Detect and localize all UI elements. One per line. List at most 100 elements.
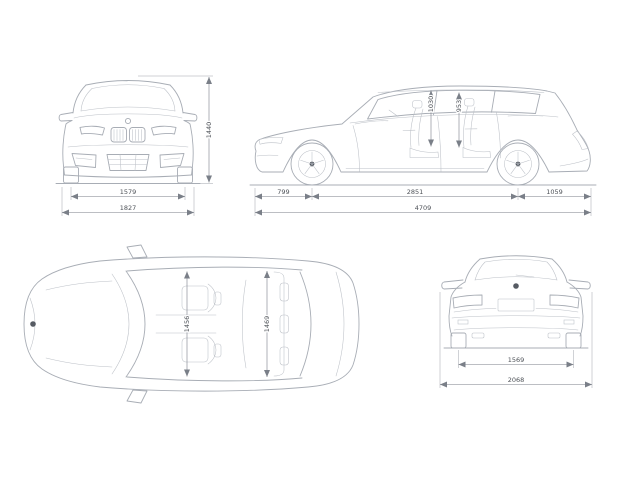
front-height-label: 1440	[205, 122, 213, 139]
beltline	[349, 114, 544, 124]
dashboard	[354, 120, 389, 125]
roof-rail-bottom	[126, 376, 303, 382]
left-mirror	[126, 244, 148, 259]
side-dimensions: 1030 953 799 2851 1059 4709	[254, 90, 592, 216]
rear-window	[474, 258, 558, 281]
b-pillar	[433, 90, 438, 116]
parcel-shelf	[507, 115, 559, 118]
grille-left-kidney	[110, 127, 127, 143]
rear-bench	[241, 271, 289, 377]
front-headroom-label: 1030	[427, 96, 435, 113]
grille-right-kidney	[129, 127, 146, 143]
roof-outline	[85, 80, 171, 86]
right-taillight	[549, 294, 580, 309]
intake-mesh	[108, 154, 148, 171]
headrest	[412, 100, 423, 109]
bumper-lower-line	[453, 327, 579, 331]
wheelbase-label: 2851	[407, 188, 424, 196]
bumper-crease	[451, 315, 581, 319]
headrest	[279, 282, 289, 302]
front-body-width-label: 1827	[120, 204, 137, 212]
brand-roundel	[30, 321, 36, 327]
right-mirror	[568, 279, 591, 290]
bumper-crease	[67, 144, 189, 148]
left-reflector	[457, 319, 469, 325]
rear-dimensions: 1569 2068	[439, 292, 593, 388]
hood-crease	[45, 357, 113, 368]
rear-headroom-label: 953	[455, 100, 463, 112]
front-left-seat	[181, 283, 222, 313]
c-pillar	[491, 90, 496, 113]
rear-view: 1569 2068	[439, 255, 593, 388]
body-silhouette	[254, 85, 591, 173]
left-mirror	[441, 279, 464, 290]
top-car-drawing	[23, 244, 360, 404]
headrest	[213, 343, 222, 358]
left-taillight	[452, 294, 483, 309]
headrest	[213, 291, 222, 306]
tailgate-arc	[335, 271, 345, 377]
cushion	[181, 285, 209, 311]
front-right-seat	[181, 335, 222, 365]
width-with-mirrors-label: 2068	[508, 376, 525, 384]
front-wheel	[290, 142, 334, 186]
steering-wheel	[388, 109, 399, 117]
roof-rail-top	[126, 266, 303, 272]
taillight	[572, 130, 589, 150]
rear-interior-width-label: 1469	[263, 316, 271, 333]
cowl-line	[80, 106, 176, 112]
bumper-bottom	[64, 174, 192, 178]
front-view: 1579 1827 1440	[55, 75, 214, 216]
body-outline	[23, 256, 360, 392]
center-air-intake	[106, 154, 150, 171]
top-view: 1456 1469	[23, 244, 360, 404]
cushion	[181, 337, 209, 363]
left-side-intake	[71, 153, 97, 168]
rear-wiper	[515, 274, 535, 278]
roof-outline	[479, 255, 553, 260]
brand-roundel	[124, 117, 132, 125]
windshield-arc	[125, 270, 146, 378]
rear-door-cut	[437, 116, 442, 172]
brand-roundel	[513, 283, 519, 289]
front-interior-width-label: 1456	[183, 316, 191, 333]
front-dimensions: 1579 1827 1440	[61, 75, 214, 216]
rear-overhang-label: 1059	[546, 188, 563, 196]
front-track-width-label: 1579	[120, 188, 137, 196]
headrest	[464, 98, 475, 107]
front-overhang-label: 799	[277, 188, 289, 196]
right-mirror	[182, 112, 198, 122]
rear-seat	[462, 98, 491, 158]
right-exhaust	[547, 332, 561, 339]
front-car-drawing	[55, 80, 201, 184]
right-mirror	[126, 389, 148, 404]
rear-track-width-label: 1569	[508, 356, 525, 364]
license-plate	[497, 298, 535, 312]
rear-right-tire	[565, 332, 582, 349]
front-right-tire	[177, 166, 193, 184]
left-headlight	[79, 125, 105, 136]
left-exhaust	[471, 332, 485, 339]
front-left-tire	[63, 166, 79, 184]
rear-car-drawing	[441, 255, 591, 349]
front-door-cut	[352, 125, 360, 172]
left-mirror	[58, 112, 74, 122]
windshield	[91, 84, 165, 89]
cowl-arc	[111, 273, 130, 375]
rear-wheel	[496, 142, 540, 186]
top-dimensions: 1456 1469	[182, 271, 272, 377]
headrest	[279, 314, 289, 334]
front-seat	[409, 100, 439, 158]
rear-left-tire	[450, 332, 467, 349]
right-headlight	[151, 125, 177, 136]
side-view: 1030 953 799 2851 1059 4709	[249, 85, 597, 216]
overall-length-label: 4709	[415, 204, 432, 212]
headrest	[279, 346, 289, 366]
grille-hatching	[113, 129, 142, 141]
hood-crease	[45, 280, 113, 291]
headlight	[258, 137, 284, 145]
side-car-drawing	[249, 85, 597, 186]
right-side-intake	[159, 153, 185, 168]
